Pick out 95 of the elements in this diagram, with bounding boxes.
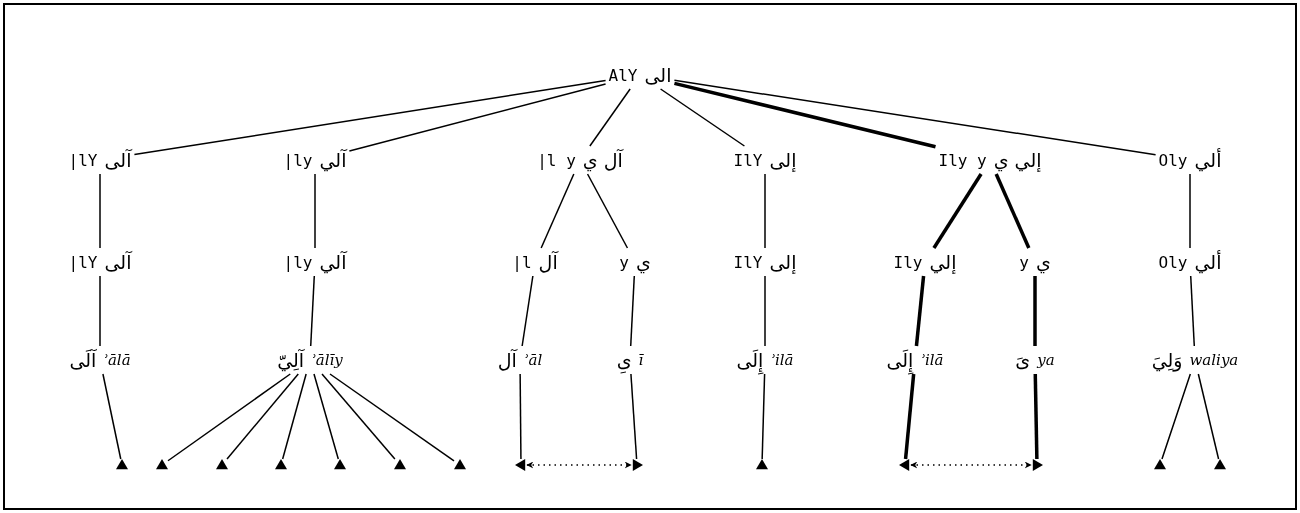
arabic-word: إلي xyxy=(929,251,957,273)
tree-branch xyxy=(133,79,607,156)
tree-branch xyxy=(1033,276,1037,346)
triangle-marker xyxy=(394,459,406,470)
tree-branch xyxy=(674,81,936,149)
arabic-word: آلى xyxy=(104,149,132,171)
triangle-marker xyxy=(116,459,128,470)
tree-branch xyxy=(1197,373,1220,460)
tree-branch xyxy=(1033,373,1039,460)
arabic-word: آلِيّ xyxy=(277,349,305,371)
tree-branch xyxy=(1189,275,1196,347)
tree-branch xyxy=(519,373,522,460)
transliteration-text: ī xyxy=(638,351,644,369)
buckwalter-text: |ly xyxy=(283,150,313,170)
tree-branch xyxy=(167,373,291,462)
tree-branch xyxy=(903,373,916,460)
transliteration-text: ʾilā xyxy=(920,351,944,369)
arabic-word: ألي xyxy=(1194,149,1222,171)
tree-branch xyxy=(321,373,396,460)
transliteration-text: ʾālā xyxy=(103,351,131,369)
tree-branch xyxy=(281,373,307,460)
tree-branch xyxy=(629,275,636,347)
arabic-word: وَلِيَ xyxy=(1151,349,1183,371)
transliteration-text: waliya xyxy=(1189,351,1239,369)
tree-branch xyxy=(764,173,766,249)
arabic-word: آلى xyxy=(104,251,132,273)
tree-branch xyxy=(761,373,766,460)
buckwalter-text: Oly xyxy=(1158,252,1188,272)
arabic-word: آل xyxy=(497,349,517,371)
buckwalter-text: y xyxy=(619,252,629,272)
tree-branch xyxy=(540,173,575,249)
arabic-word: إلى xyxy=(769,149,797,171)
tree-branch xyxy=(764,275,766,347)
triangle-marker xyxy=(1154,459,1166,470)
triangle-marker xyxy=(899,459,910,471)
arabic-word: إلي ي xyxy=(993,149,1042,171)
tree-branch xyxy=(914,275,926,347)
tree-branch xyxy=(102,373,122,460)
arabic-word: آلي xyxy=(319,251,347,273)
tree-branch xyxy=(329,373,455,462)
transliteration-text: ʾilā xyxy=(770,351,794,369)
triangle-marker xyxy=(632,459,643,471)
tree-branch xyxy=(99,173,101,249)
tree-branch xyxy=(673,79,1157,156)
buckwalter-text: AlY xyxy=(608,65,638,85)
tree-branch xyxy=(309,275,316,347)
triangle-marker xyxy=(756,459,768,470)
transliteration-text: ʾālīy xyxy=(311,351,343,369)
arabic-word: ىَ xyxy=(1015,349,1031,371)
tree-branch xyxy=(99,275,101,347)
buckwalter-text: Ily y xyxy=(938,150,987,170)
tree-branch xyxy=(521,275,534,347)
tree-branch xyxy=(994,173,1031,249)
buckwalter-text: |l y xyxy=(537,150,576,170)
transliteration-text: ya xyxy=(1037,351,1055,369)
buckwalter-text: IlY xyxy=(733,150,763,170)
buckwalter-text: IlY xyxy=(733,252,763,272)
tree-branch xyxy=(630,373,638,460)
arabic-word: ي xyxy=(1035,251,1051,273)
dotted-arrow xyxy=(910,461,1032,469)
buckwalter-text: |l xyxy=(512,252,532,272)
arabic-word: آلي xyxy=(319,149,347,171)
tree-branch xyxy=(1189,173,1191,249)
triangle-marker xyxy=(216,459,228,470)
arabic-word: إلى xyxy=(769,251,797,273)
triangle-marker xyxy=(275,459,287,470)
tree-branch xyxy=(313,373,340,460)
tree-branch xyxy=(932,173,983,249)
triangle-marker xyxy=(1032,459,1043,471)
buckwalter-text: |lY xyxy=(68,150,98,170)
tree-branch xyxy=(226,373,299,460)
dotted-arrow xyxy=(526,461,632,469)
buckwalter-text: |ly xyxy=(283,252,313,272)
tree-branch xyxy=(659,88,746,147)
tree-branch xyxy=(348,83,607,152)
arabic-word: آل xyxy=(538,251,558,273)
buckwalter-text: Oly xyxy=(1158,150,1188,170)
arabic-word: ألي xyxy=(1194,251,1222,273)
triangle-marker xyxy=(454,459,466,470)
tree-branch xyxy=(314,173,316,249)
buckwalter-text: Ily xyxy=(893,252,923,272)
triangle-marker xyxy=(515,459,526,471)
arabic-word: ي xyxy=(635,251,651,273)
tree-branch xyxy=(1161,373,1192,460)
transliteration-text: ʾāl xyxy=(523,351,543,369)
arabic-word: آلَى xyxy=(69,349,97,371)
triangle-marker xyxy=(1214,459,1226,470)
arabic-word: الى xyxy=(644,64,672,86)
buckwalter-text: |lY xyxy=(68,252,98,272)
triangle-marker xyxy=(156,459,168,470)
buckwalter-text: y xyxy=(1019,252,1029,272)
tree-branch xyxy=(589,88,631,147)
arabic-word: آل ي xyxy=(582,149,623,171)
tree-branch xyxy=(586,173,629,249)
triangle-marker xyxy=(334,459,346,470)
